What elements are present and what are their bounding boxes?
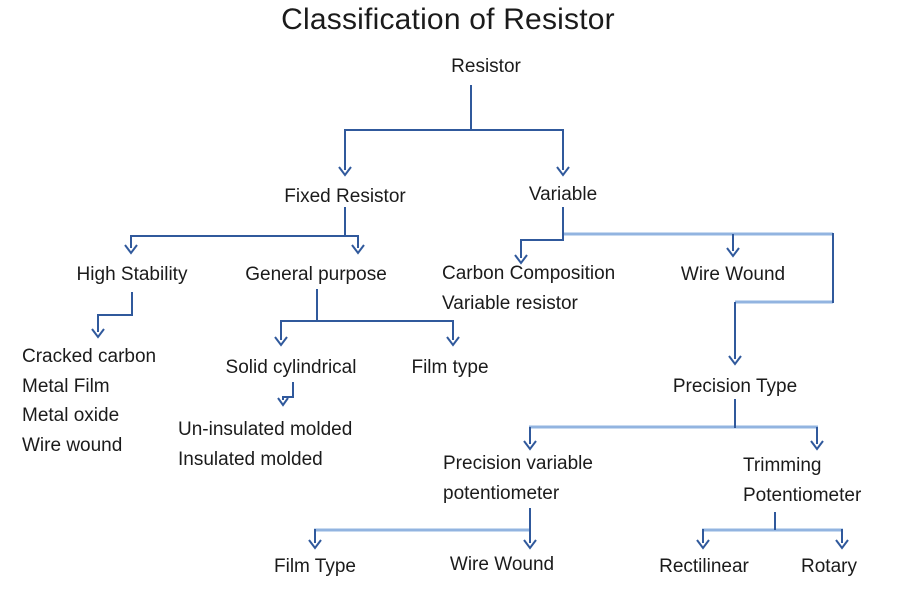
node-trimming-potentiometer: Trimming Potentiometer [743, 451, 861, 511]
node-general-purpose: General purpose [245, 264, 387, 285]
node-line: Variable resistor [442, 293, 578, 314]
node-wire-wound-precision: Wire Wound [449, 554, 555, 575]
node-film-type-precision: Film Type [273, 556, 357, 577]
node-variable: Variable [528, 184, 598, 205]
node-line: Metal oxide [22, 405, 120, 426]
node-solid-cylindrical: Solid cylindrical [225, 357, 357, 378]
node-rotary: Rotary [801, 556, 857, 577]
node-line: Insulated molded [178, 449, 323, 470]
node-line: Un-insulated molded [178, 419, 353, 440]
node-high-stability-types: Cracked carbon Metal Film Metal oxide Wi… [22, 342, 156, 460]
node-precision-variable-potentiometer: Precision variable potentiometer [443, 449, 593, 509]
node-carbon-composition-variable-resistor: Carbon Composition Variable resistor [442, 259, 615, 319]
node-line: Precision variable [443, 453, 593, 474]
node-rectilinear: Rectilinear [659, 556, 749, 577]
node-line: Wire wound [22, 434, 123, 456]
node-line: Metal Film [22, 375, 110, 397]
node-precision-type: Precision Type [672, 376, 798, 397]
node-line: potentiometer [443, 483, 560, 504]
node-high-stability: High Stability [76, 264, 188, 285]
node-fixed-resistor: Fixed Resistor [284, 186, 406, 207]
node-line: Cracked carbon [22, 346, 157, 367]
node-line: Carbon Composition [442, 263, 616, 284]
diagram-title: Classification of Resistor [281, 3, 615, 36]
node-wire-wound-variable: Wire Wound [680, 264, 786, 285]
node-line: Trimming [743, 455, 822, 476]
node-molded-types: Un-insulated molded Insulated molded [178, 415, 352, 475]
node-film-type-general: Film type [411, 357, 489, 378]
node-resistor: Resistor [451, 56, 521, 77]
node-line: Potentiometer [743, 485, 862, 506]
